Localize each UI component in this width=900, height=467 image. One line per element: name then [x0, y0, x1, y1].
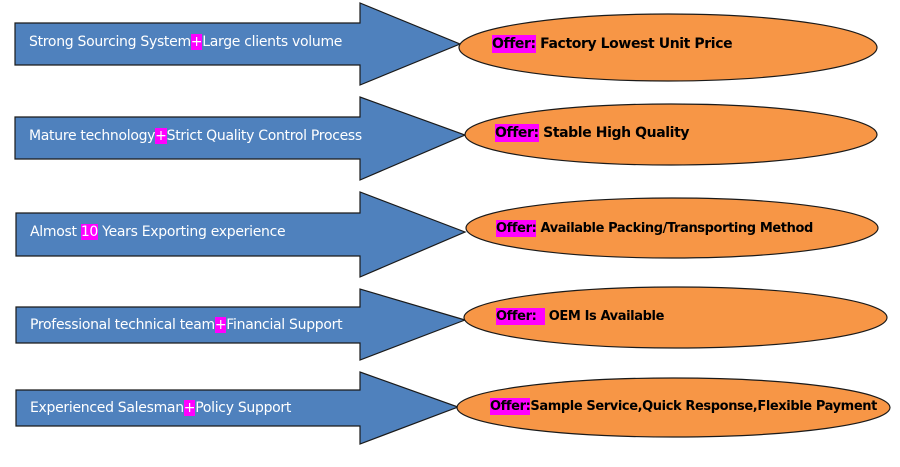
- reason-text-1-before: Strong Sourcing System: [29, 34, 191, 50]
- reason-text-5: Experienced Salesman+Policy Support: [30, 399, 291, 417]
- offer-value-2: Stable High Quality: [538, 125, 690, 141]
- offer-label-4: Offer:: [496, 308, 545, 325]
- offer-text-5: Offer:Sample Service,Quick Response,Flex…: [490, 396, 877, 418]
- reason-arrow-3: [15, 191, 467, 278]
- offer-label-4-text: Offer:: [496, 309, 537, 324]
- offer-value-5: Sample Service,Quick Response,Flexible P…: [530, 399, 877, 414]
- reason-text-3-before: Almost: [30, 224, 81, 240]
- offer-ellipse-1: [458, 13, 878, 82]
- reason-text-1-after: Large clients volume: [202, 34, 343, 50]
- reason-text-2-after: Strict Quality Control Process: [166, 128, 363, 144]
- offer-ellipse-5: [456, 377, 891, 438]
- reason-arrow-1: [14, 2, 462, 86]
- offer-text-2: Offer: Stable High Quality: [495, 122, 689, 144]
- reason-text-4-before: Professional technical team: [30, 317, 215, 333]
- reason-text-2: Mature technology+Strict Quality Control…: [29, 127, 362, 145]
- reason-text-5-after: Policy Support: [195, 400, 292, 416]
- reason-highlight-2: +: [155, 128, 167, 144]
- offer-label-3: Offer:: [496, 220, 537, 237]
- reason-arrow-5: [15, 371, 460, 445]
- reason-highlight-3: 10: [80, 224, 99, 240]
- reason-text-1: Strong Sourcing System+Large clients vol…: [29, 33, 342, 51]
- offer-ellipse-2: [464, 103, 878, 166]
- reason-highlight-5: +: [183, 400, 196, 416]
- reason-text-3: Almost 10 Years Exporting experience: [30, 223, 286, 241]
- offer-label-1: Offer:: [492, 35, 536, 53]
- offer-label-4-gap: [536, 309, 544, 324]
- offer-ellipse-4: [463, 286, 888, 349]
- reason-text-2-before: Mature technology: [29, 128, 156, 144]
- offer-ellipse-3: [465, 197, 879, 259]
- reason-arrow-2: [14, 96, 467, 181]
- offer-text-4: Offer: OEM Is Available: [496, 306, 664, 328]
- reason-text-4-after: Financial Support: [226, 317, 343, 333]
- offer-label-2: Offer:: [495, 124, 539, 142]
- reason-highlight-4: +: [214, 317, 227, 333]
- reason-text-5-before: Experienced Salesman: [30, 400, 184, 416]
- offer-value-4: OEM Is Available: [544, 309, 665, 324]
- offer-value-3: Available Packing/Transporting Method: [536, 221, 814, 236]
- offer-text-1: Offer: Factory Lowest Unit Price: [492, 33, 733, 55]
- reason-text-3-after: Years Exporting experience: [98, 224, 286, 240]
- reason-text-4: Professional technical team+Financial Su…: [30, 316, 343, 334]
- reason-highlight-1: +: [190, 34, 203, 50]
- offer-label-5: Offer:: [490, 398, 531, 415]
- offer-value-1: Factory Lowest Unit Price: [535, 36, 733, 52]
- offer-text-3: Offer: Available Packing/Transporting Me…: [496, 218, 813, 240]
- reason-arrow-4: [15, 288, 467, 361]
